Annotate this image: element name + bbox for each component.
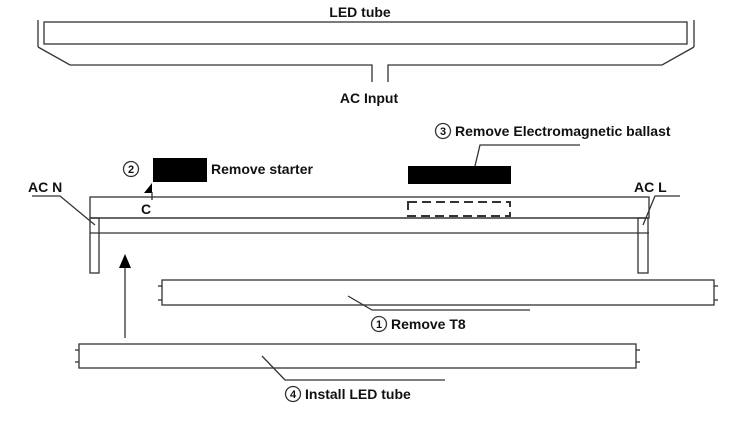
fixture xyxy=(32,195,680,274)
install-arrow-head xyxy=(119,254,131,268)
ac-n-wire xyxy=(32,195,96,226)
ac-l-wire xyxy=(642,195,680,226)
step-2-number: 2 xyxy=(128,164,134,176)
fixture-body xyxy=(89,196,650,219)
step-1-circle xyxy=(370,315,388,333)
step-2-circle xyxy=(122,160,140,178)
step-4-circle xyxy=(284,385,302,403)
step-3-number: 3 xyxy=(440,126,446,138)
ac-l-label: AC L xyxy=(634,179,667,195)
t8-tube xyxy=(158,279,718,306)
t8-tube-body xyxy=(161,279,715,306)
starter xyxy=(153,158,207,182)
ac-n-label: AC N xyxy=(28,179,62,195)
led-tube-bottom-body xyxy=(78,343,637,369)
ac-input-wire-left xyxy=(37,46,373,82)
ballast-outline-removed xyxy=(407,201,511,217)
socket-right xyxy=(637,217,649,274)
remove-t8-label: Remove T8 xyxy=(391,316,466,332)
step-1-number: 1 xyxy=(376,319,382,331)
ballast-leader xyxy=(474,144,580,167)
t8-leader xyxy=(347,295,530,311)
step-3-circle xyxy=(434,122,452,140)
remove-starter-label: Remove starter xyxy=(211,161,313,177)
install-led-label: Install LED tube xyxy=(305,386,411,402)
install-leader xyxy=(261,355,445,381)
ac-input-wire-right xyxy=(387,46,695,82)
socket-left xyxy=(89,217,100,274)
remove-ballast-label: Remove Electromagnetic ballast xyxy=(455,123,671,139)
led-tube-top-assembly xyxy=(37,20,695,82)
starter-part-label: C xyxy=(141,201,151,217)
ac-input-label: AC Input xyxy=(340,90,399,106)
led-tube-top-label: LED tube xyxy=(329,4,391,20)
electromagnetic-ballast xyxy=(408,166,511,184)
led-tube-bottom xyxy=(75,343,640,369)
step-4-number: 4 xyxy=(290,389,297,401)
starter-arrowhead xyxy=(144,183,152,193)
led-tube-top xyxy=(43,21,688,45)
